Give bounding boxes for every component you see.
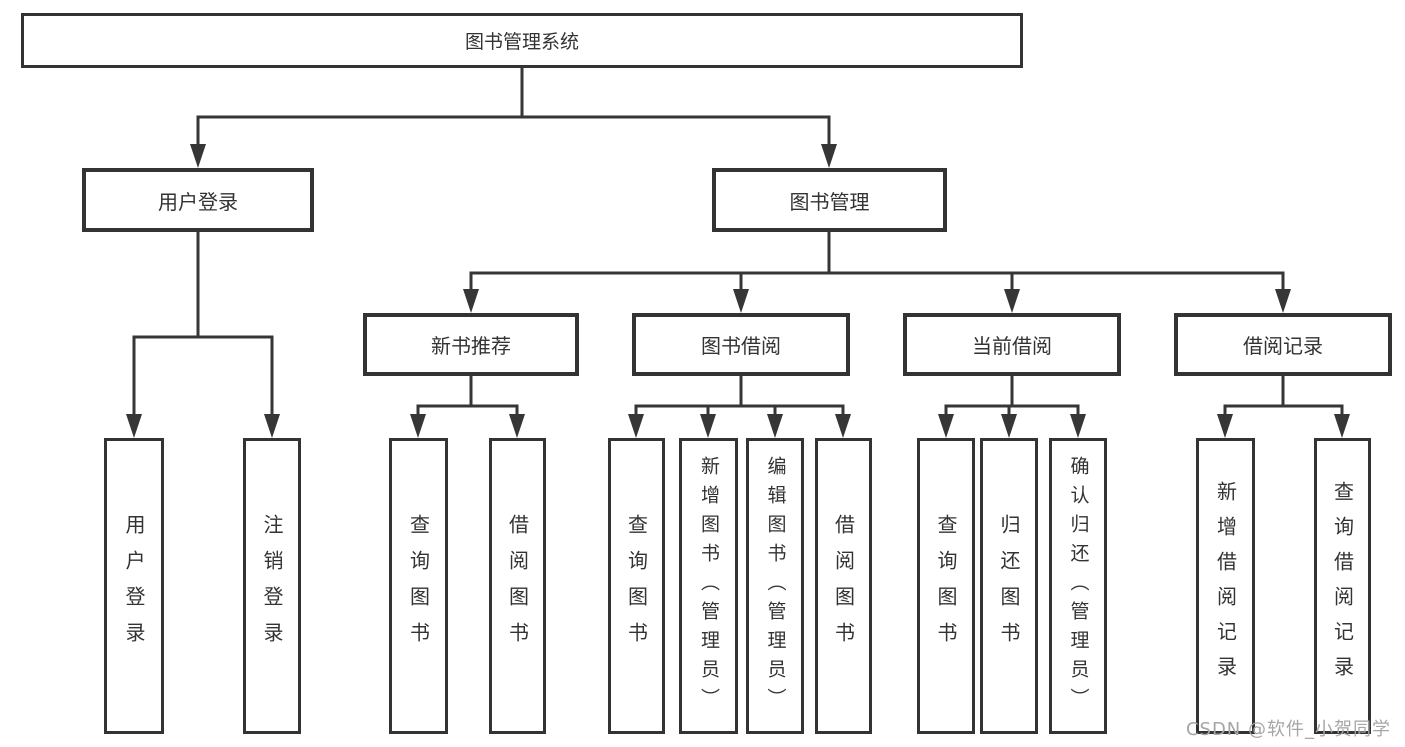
leaf-add-borrow-record: 新增借阅记录: [1196, 438, 1255, 734]
node-root-label: 图书管理系统: [464, 31, 579, 53]
leaf-logout: 注销登录: [243, 438, 301, 734]
leaf-query-borrow-record: 查询借阅记录: [1314, 438, 1371, 734]
connector-user-login-to-leaves: [126, 232, 280, 438]
leaf-logout-label: 注销登录: [260, 514, 284, 658]
leaf-add-books-admin-label: 新增图书（管理员）: [698, 455, 720, 717]
connector-current-borrowing-to-leaves: [938, 376, 1086, 438]
leaf-user-login-label: 用户登录: [122, 514, 146, 658]
leaf-return-books: 归还图书: [980, 438, 1038, 734]
leaf-add-books-admin: 新增图书（管理员）: [679, 438, 738, 734]
node-book-management-label: 图书管理: [789, 189, 870, 214]
connector-book-borrowing-to-leaves: [628, 376, 851, 438]
connector-borrowing-records-to-leaves: [1217, 376, 1350, 438]
leaf-query-books-borrowing-label: 查询图书: [624, 514, 649, 658]
node-current-borrowing: 当前借阅: [903, 313, 1121, 376]
leaf-borrow-books-borrowing: 借阅图书: [815, 438, 872, 734]
leaf-return-books-label: 归还图书: [997, 514, 1021, 658]
leaf-query-borrow-record-label: 查询借阅记录: [1330, 481, 1355, 691]
leaf-query-books-recommend-label: 查询图书: [406, 514, 431, 658]
leaf-borrow-books-recommend-label: 借阅图书: [505, 514, 530, 658]
leaf-query-books-current-label: 查询图书: [934, 514, 958, 658]
leaf-edit-books-admin-label: 编辑图书（管理员）: [764, 455, 787, 717]
leaf-query-books-recommend: 查询图书: [389, 438, 448, 734]
leaf-borrow-books-recommend: 借阅图书: [489, 438, 546, 734]
connector-book-management-to-level3: [463, 232, 1291, 313]
node-borrowing-records: 借阅记录: [1174, 313, 1392, 376]
node-borrowing-records-label: 借阅记录: [1243, 334, 1323, 358]
node-book-borrowing: 图书借阅: [632, 313, 850, 376]
leaf-confirm-return-admin-label: 确认归还（管理员）: [1067, 455, 1090, 717]
node-user-login: 用户登录: [82, 168, 314, 232]
node-user-login-label: 用户登录: [158, 189, 238, 214]
node-book-management: 图书管理: [712, 168, 947, 232]
connector-new-book-recommend-to-leaves: [410, 376, 525, 438]
leaf-add-borrow-record-label: 新增借阅记录: [1213, 481, 1238, 691]
node-current-borrowing-label: 当前借阅: [972, 334, 1052, 358]
node-root: 图书管理系统: [21, 13, 1023, 68]
leaf-user-login: 用户登录: [104, 438, 164, 734]
node-book-borrowing-label: 图书借阅: [701, 334, 781, 358]
leaf-query-books-current: 查询图书: [917, 438, 975, 734]
node-new-book-recommend-label: 新书推荐: [431, 334, 511, 358]
leaf-edit-books-admin: 编辑图书（管理员）: [746, 438, 804, 734]
leaf-query-books-borrowing: 查询图书: [608, 438, 665, 734]
leaf-borrow-books-borrowing-label: 借阅图书: [831, 514, 856, 658]
leaf-confirm-return-admin: 确认归还（管理员）: [1049, 438, 1107, 734]
connector-root-to-level2: [190, 68, 837, 168]
node-new-book-recommend: 新书推荐: [363, 313, 579, 376]
watermark: CSDN @软件_小贺同学: [1185, 719, 1391, 740]
